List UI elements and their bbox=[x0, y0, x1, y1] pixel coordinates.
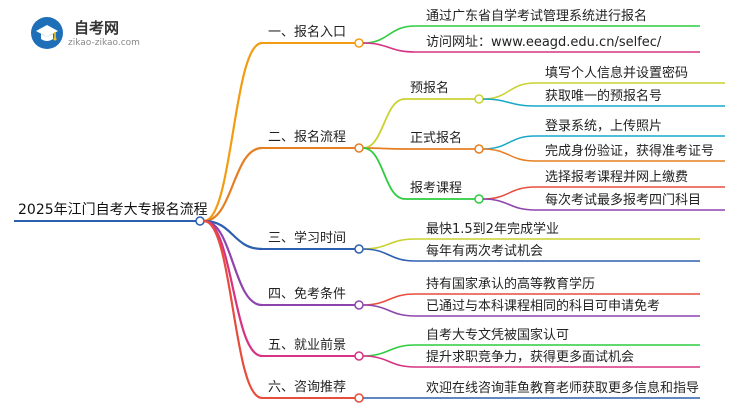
leaf-label-1-2: 访问网址：www.eeagd.edu.cn/selfec/ bbox=[426, 35, 662, 50]
leaf-label-5-1: 自考大专文凭被国家认可 bbox=[426, 328, 570, 343]
leaf-connector-4-2 bbox=[362, 304, 416, 317]
leaf-label-6-1: 欢迎在线咨询菲鱼教育老师获取更多信息和指导 bbox=[426, 381, 700, 396]
sub-connector-1 bbox=[362, 98, 406, 149]
branch-connector-5 bbox=[203, 219, 263, 358]
leaf-connector-1-2 bbox=[362, 42, 416, 53]
sub-label-2: 正式报名 bbox=[410, 131, 463, 146]
branch-node-3 bbox=[354, 244, 364, 254]
graduation-cap-icon bbox=[31, 17, 63, 49]
logo: 自考网 zikao-zikao.com bbox=[30, 14, 140, 52]
root-label: 2025年江门自考大专报名流程 bbox=[18, 202, 208, 218]
leaf-label-4-1: 持有国家承认的高等教育学历 bbox=[426, 277, 596, 292]
sub-node-2 bbox=[474, 144, 484, 154]
sub-node-1 bbox=[474, 94, 484, 104]
leaf-label-1-1: 通过广东省自学考试管理系统进行报名 bbox=[426, 9, 648, 24]
branch-connector-2 bbox=[203, 146, 263, 223]
logo-url: zikao-zikao.com bbox=[68, 38, 140, 48]
sub-leaf-label-2-1: 登录系统，上传照片 bbox=[545, 119, 663, 134]
branch-node-1 bbox=[354, 38, 364, 48]
branch-label-4: 四、免考条件 bbox=[268, 287, 347, 302]
leaf-connector-5-1 bbox=[362, 344, 416, 357]
sub-node-3 bbox=[474, 194, 484, 204]
branch-node-5 bbox=[354, 351, 364, 361]
sub-leaf-label-1-2: 获取唯一的预报名号 bbox=[545, 89, 663, 104]
leaf-connector-5-2 bbox=[362, 355, 416, 368]
sub-leaf-connector-2-1 bbox=[482, 135, 536, 150]
sub-leaf-connector-3-2 bbox=[482, 198, 536, 211]
sub-leaf-connector-2-2 bbox=[482, 148, 536, 162]
sub-label-3: 报考课程 bbox=[410, 181, 463, 196]
leaf-label-5-2: 提升求职竞争力，获得更多面试机会 bbox=[426, 350, 635, 365]
branch-connector-1 bbox=[203, 41, 263, 223]
logo-title: 自考网 bbox=[74, 19, 120, 37]
leaf-label-3-2: 每年有两次考试机会 bbox=[426, 244, 544, 259]
branch-label-6: 六、咨询推荐 bbox=[268, 380, 347, 395]
sub-leaf-label-3-2: 每次考试最多报考四门科目 bbox=[545, 193, 702, 208]
branch-label-3: 三、学习时间 bbox=[268, 231, 347, 246]
leaf-connector-4-1 bbox=[362, 293, 416, 306]
sub-leaf-connector-3-1 bbox=[482, 186, 536, 200]
sub-leaf-connector-1-1 bbox=[482, 82, 536, 100]
leaf-label-4-2: 已通过与本科课程相同的科目可申请免考 bbox=[426, 299, 661, 314]
branch-label-2: 二、报名流程 bbox=[268, 130, 347, 145]
root-node-dot bbox=[195, 216, 205, 226]
branch-connector-3 bbox=[203, 219, 263, 251]
branch-node-4 bbox=[354, 300, 364, 310]
sub-connector-3 bbox=[362, 147, 406, 200]
branch-node-6 bbox=[354, 393, 364, 403]
sub-label-1: 预报名 bbox=[410, 81, 450, 96]
sub-leaf-label-1-1: 填写个人信息并设置密码 bbox=[545, 66, 689, 81]
branch-node-2 bbox=[354, 143, 364, 153]
leaf-connector-3-2 bbox=[362, 248, 416, 262]
sub-leaf-label-3-1: 选择报考课程并网上缴费 bbox=[545, 170, 689, 185]
sub-leaf-label-2-2: 完成身份验证，获得准考证号 bbox=[545, 144, 715, 159]
branch-connector-6 bbox=[203, 219, 263, 400]
branch-label-1: 一、报名入口 bbox=[268, 25, 347, 40]
leaf-connector-3-1 bbox=[362, 238, 416, 250]
leaf-label-3-1: 最快1.5到2年完成学业 bbox=[426, 222, 559, 237]
branch-label-5: 五、就业前景 bbox=[268, 338, 347, 353]
sub-leaf-connector-1-2 bbox=[482, 98, 536, 107]
leaf-connector-1-1 bbox=[362, 25, 416, 44]
